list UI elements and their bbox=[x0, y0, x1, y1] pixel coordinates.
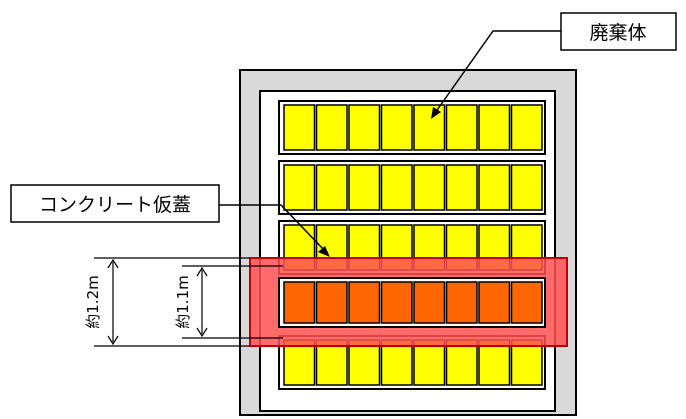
waste-package-cell bbox=[380, 104, 413, 151]
waste-package-cell bbox=[413, 281, 446, 324]
dimension-outer-label: 約1.2m bbox=[84, 275, 102, 328]
waste-callout-label: 廃棄体 bbox=[589, 22, 646, 44]
waste-package-cell bbox=[445, 164, 478, 211]
lid-callout-label: コンクリート仮蓋 bbox=[39, 194, 191, 216]
waste-package-cell bbox=[315, 164, 348, 211]
lid-leader-line bbox=[219, 204, 326, 252]
waste-package-cell bbox=[348, 281, 381, 324]
waste-package-cell bbox=[315, 104, 348, 151]
dimension-inner-label: 約1.1m bbox=[174, 275, 192, 328]
lid-callout-box bbox=[10, 184, 220, 223]
dimension-outer bbox=[94, 257, 250, 347]
waste-package-cell bbox=[478, 281, 511, 324]
waste-package-cell bbox=[348, 164, 381, 211]
waste-package-cell bbox=[510, 104, 543, 151]
waste-package-cell bbox=[380, 281, 413, 324]
waste-package-cell bbox=[315, 339, 348, 386]
waste-leader-line bbox=[434, 30, 561, 114]
waste-package-cell bbox=[413, 339, 446, 386]
waste-package-cell bbox=[283, 104, 316, 151]
waste-package-cell bbox=[445, 339, 478, 386]
waste-package-cell bbox=[348, 104, 381, 151]
waste-package-cell bbox=[413, 164, 446, 211]
waste-leader-arrowhead bbox=[431, 107, 441, 119]
waste-package-cell bbox=[283, 164, 316, 211]
dimension-inner bbox=[182, 265, 283, 339]
waste-package-cell bbox=[380, 164, 413, 211]
lid-leader-arrowhead bbox=[318, 246, 330, 257]
waste-package-cell bbox=[283, 281, 316, 324]
waste-package-cell bbox=[478, 164, 511, 211]
waste-package-cell bbox=[445, 281, 478, 324]
waste-callout-box bbox=[560, 12, 677, 51]
waste-package-cell bbox=[380, 339, 413, 386]
highlighted-waste-row bbox=[278, 277, 546, 328]
waste-package-cell bbox=[445, 104, 478, 151]
waste-package-cell bbox=[478, 104, 511, 151]
waste-package-cell bbox=[510, 339, 543, 386]
waste-package-cell bbox=[510, 281, 543, 324]
waste-package-cell bbox=[315, 281, 348, 324]
waste-package-cell bbox=[510, 164, 543, 211]
